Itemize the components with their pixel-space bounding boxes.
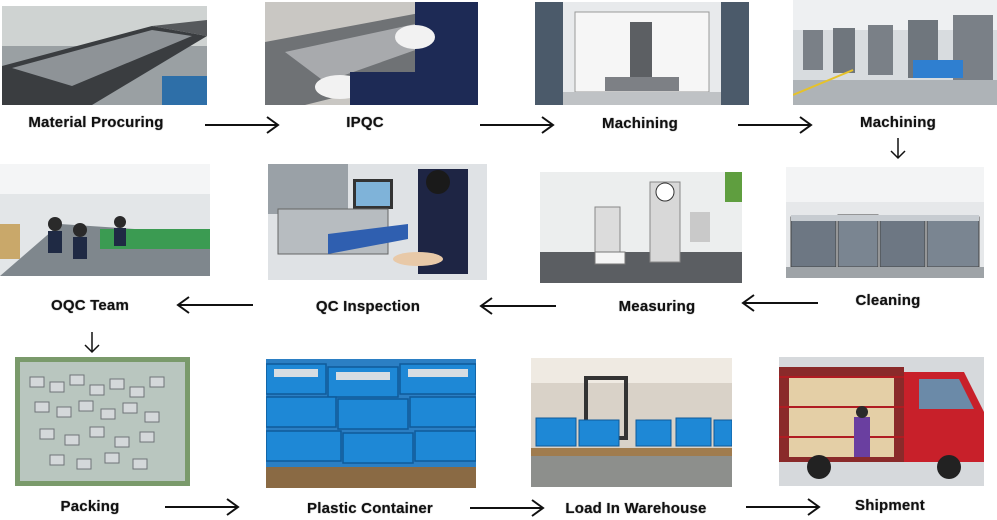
step-label: Measuring (618, 298, 696, 315)
arrow-left-icon (175, 296, 253, 314)
step-label: Material Procuring (28, 114, 164, 131)
step-label: Load In Warehouse (565, 500, 707, 517)
arrow-right-icon (746, 498, 822, 516)
arrow-right-icon (470, 499, 546, 517)
step-label: Packing (60, 498, 120, 515)
step-label: QC Inspection (315, 298, 421, 315)
inspection-gloves-photo (265, 2, 478, 105)
step-label: IPQC (346, 114, 384, 131)
step-label: Shipment (855, 497, 925, 514)
cnc-machine-photo (535, 2, 749, 105)
step-label: Cleaning (855, 292, 921, 309)
arrow-down-icon (889, 138, 907, 160)
arrow-left-icon (740, 294, 818, 312)
warehouse-photo (531, 358, 732, 487)
arrow-right-icon (165, 498, 241, 516)
metal-sheet-photo (2, 6, 207, 105)
hardness-tester-photo (540, 172, 742, 283)
step-label: OQC Team (50, 297, 129, 314)
qc-workstation-photo (268, 164, 487, 280)
oqc-team-photo (0, 164, 210, 276)
arrow-down-icon (83, 332, 101, 354)
step-label: Machining (860, 114, 936, 131)
packed-parts-photo (15, 357, 190, 486)
truck-photo (779, 357, 984, 486)
arrow-right-icon (205, 116, 281, 134)
arrow-right-icon (480, 116, 556, 134)
arrow-left-icon (478, 297, 556, 315)
step-label: Plastic Container (307, 500, 433, 517)
arrow-right-icon (738, 116, 814, 134)
step-label: Machining (602, 115, 678, 132)
blue-crates-photo (266, 359, 476, 488)
machine-workshop-photo (793, 0, 997, 105)
cleaning-tanks-photo (786, 167, 984, 278)
